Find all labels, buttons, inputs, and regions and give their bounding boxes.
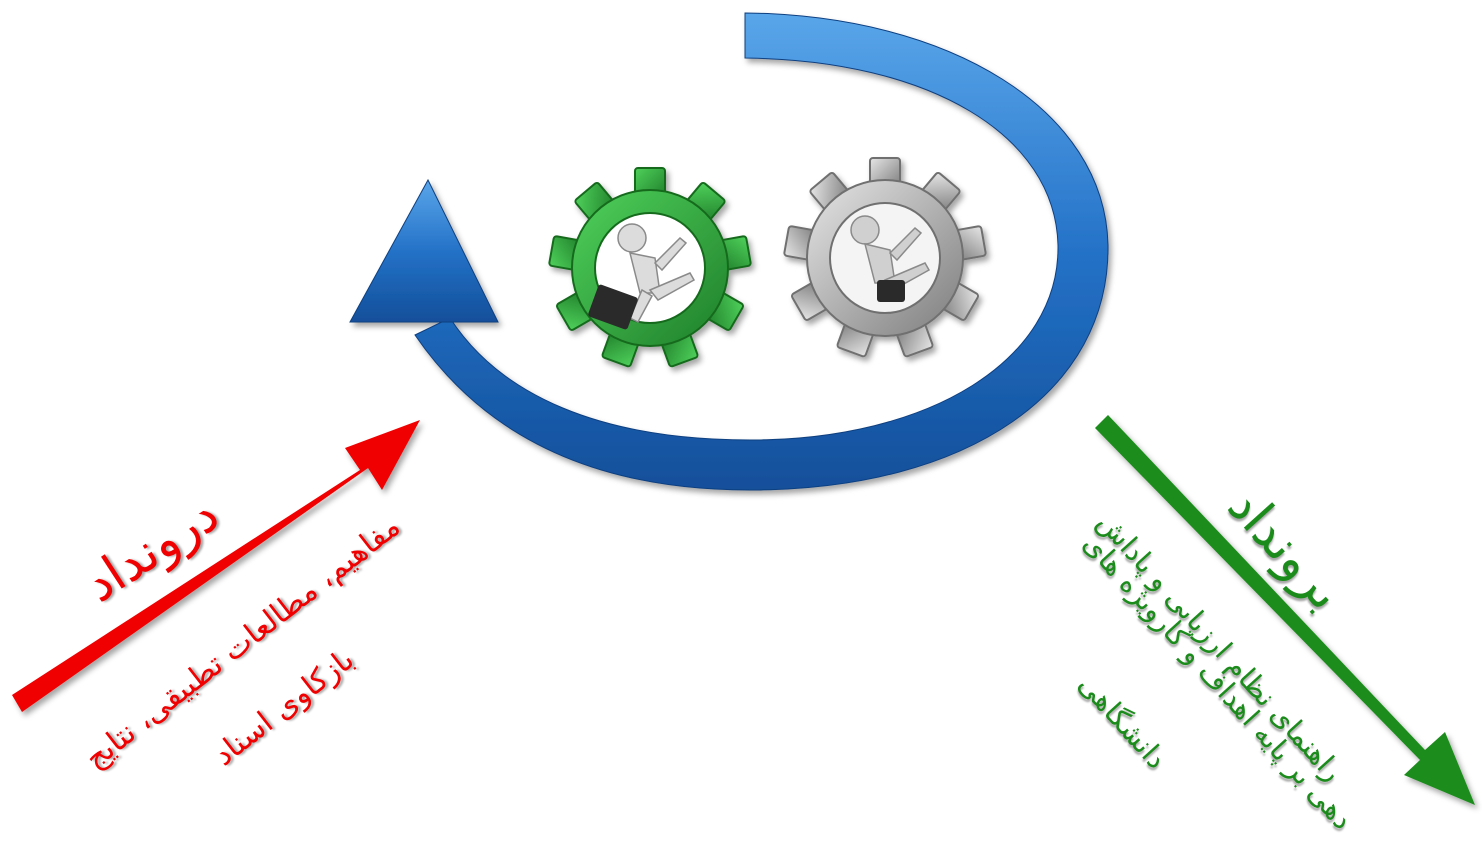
cycle-arrow — [349, 12, 1109, 491]
gray-gear-runner-icon — [783, 157, 987, 358]
output-arrow — [1095, 415, 1475, 805]
input-arrow — [12, 420, 420, 712]
green-gear-runner-icon — [548, 167, 752, 368]
